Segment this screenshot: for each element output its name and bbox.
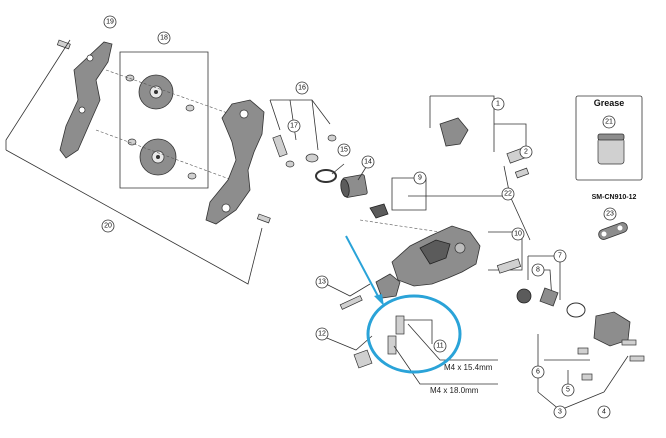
lower-pulley: [139, 138, 177, 176]
callout-circle: [603, 207, 617, 221]
callout-number: 9: [418, 175, 422, 182]
callout-number: 22: [504, 191, 512, 198]
callout-4: 4: [597, 405, 611, 419]
callout-number: 17: [290, 123, 298, 130]
bolt-label-long: M4 x 18.0mm: [430, 386, 479, 395]
callout-number: 10: [514, 231, 522, 238]
highlight-circle: [366, 294, 462, 374]
callout-number: 23: [606, 211, 614, 218]
callout-2: 2: [519, 145, 533, 159]
callout-circle: [511, 227, 525, 241]
callout-circle: [103, 15, 117, 29]
callout-21: 21: [602, 115, 616, 129]
callout-6: 6: [531, 365, 545, 379]
callout-circle: [287, 119, 301, 133]
upper-pulley: [138, 74, 174, 110]
pulley-box: [95, 51, 237, 189]
outer-cage-plate: [56, 39, 113, 159]
callout-number: 19: [106, 19, 114, 26]
callout-19: 19: [103, 15, 117, 29]
callout-5: 5: [561, 383, 575, 397]
callout-number: 11: [436, 343, 443, 350]
callout-23: 23: [603, 207, 617, 221]
b-tension-parts: [269, 99, 337, 168]
callout-8: 8: [531, 263, 545, 277]
callout-number: 16: [298, 85, 306, 92]
callout-circle: [315, 327, 329, 341]
callout-1: 1: [491, 97, 505, 111]
callout-circle: [413, 171, 427, 185]
callout-circle: [433, 339, 447, 353]
callout-18: 18: [157, 31, 171, 45]
cage-bolts: [387, 315, 498, 385]
callout-circle: [553, 405, 567, 419]
mounting-bolts: [321, 281, 373, 369]
callout-circle: [501, 187, 515, 201]
callout-number: 7: [558, 253, 562, 260]
adjust-bolt-parts: [488, 231, 523, 274]
callout-9: 9: [413, 171, 427, 185]
callout-circle: [295, 81, 309, 95]
callout-22: 22: [501, 187, 515, 201]
inner-cage-plate: [205, 99, 271, 225]
callout-number: 12: [318, 331, 326, 338]
spring-parts: [315, 163, 369, 198]
callout-number: 20: [104, 223, 112, 230]
callout-circle: [101, 219, 115, 233]
callout-number: 18: [160, 35, 168, 42]
callout-3: 3: [553, 405, 567, 419]
link-parts: [429, 95, 530, 179]
callout-number: 15: [340, 147, 348, 154]
derailleur-body: [375, 225, 481, 299]
callout-11: 11: [433, 339, 447, 353]
callout-circle: [602, 115, 616, 129]
callout-14: 14: [361, 155, 375, 169]
clutch-parts: [516, 255, 586, 318]
callout-circle: [519, 145, 533, 159]
callout-number: 21: [605, 119, 613, 126]
callout-12: 12: [315, 327, 329, 341]
chain-model-label: SM-CN910-12: [592, 194, 637, 201]
callout-number: 1: [496, 101, 500, 108]
callout-number: 5: [566, 387, 570, 394]
callout-number: 2: [524, 149, 528, 156]
callout-number: 14: [364, 159, 372, 166]
callout-10: 10: [511, 227, 525, 241]
callout-circle: [157, 31, 171, 45]
callout-number: 3: [558, 409, 562, 416]
cover-parts: [537, 311, 645, 411]
callout-13: 13: [315, 275, 329, 289]
chain-link: [598, 222, 628, 240]
pointer-arrow: [345, 235, 384, 306]
callout-7: 7: [553, 249, 567, 263]
callout-circle: [337, 143, 351, 157]
callout-circle: [531, 263, 545, 277]
callout-circle: [491, 97, 505, 111]
callout-number: 13: [318, 279, 326, 286]
callout-15: 15: [337, 143, 351, 157]
callout-circle: [361, 155, 375, 169]
callout-number: 6: [536, 369, 540, 376]
callout-number: 4: [602, 409, 606, 416]
cable-fixing-parts: [359, 177, 441, 233]
callout-circle: [531, 365, 545, 379]
callout-circle: [553, 249, 567, 263]
callout-20: 20: [101, 219, 115, 233]
grease-title: Grease: [594, 98, 625, 108]
grease-box: [575, 95, 643, 181]
callout-circle: [597, 405, 611, 419]
callout-number: 8: [536, 267, 540, 274]
bolt-label-short: M4 x 15.4mm: [444, 363, 493, 372]
callout-circle: [561, 383, 575, 397]
callout-16: 16: [295, 81, 309, 95]
callout-17: 17: [287, 119, 301, 133]
callout-circle: [315, 275, 329, 289]
